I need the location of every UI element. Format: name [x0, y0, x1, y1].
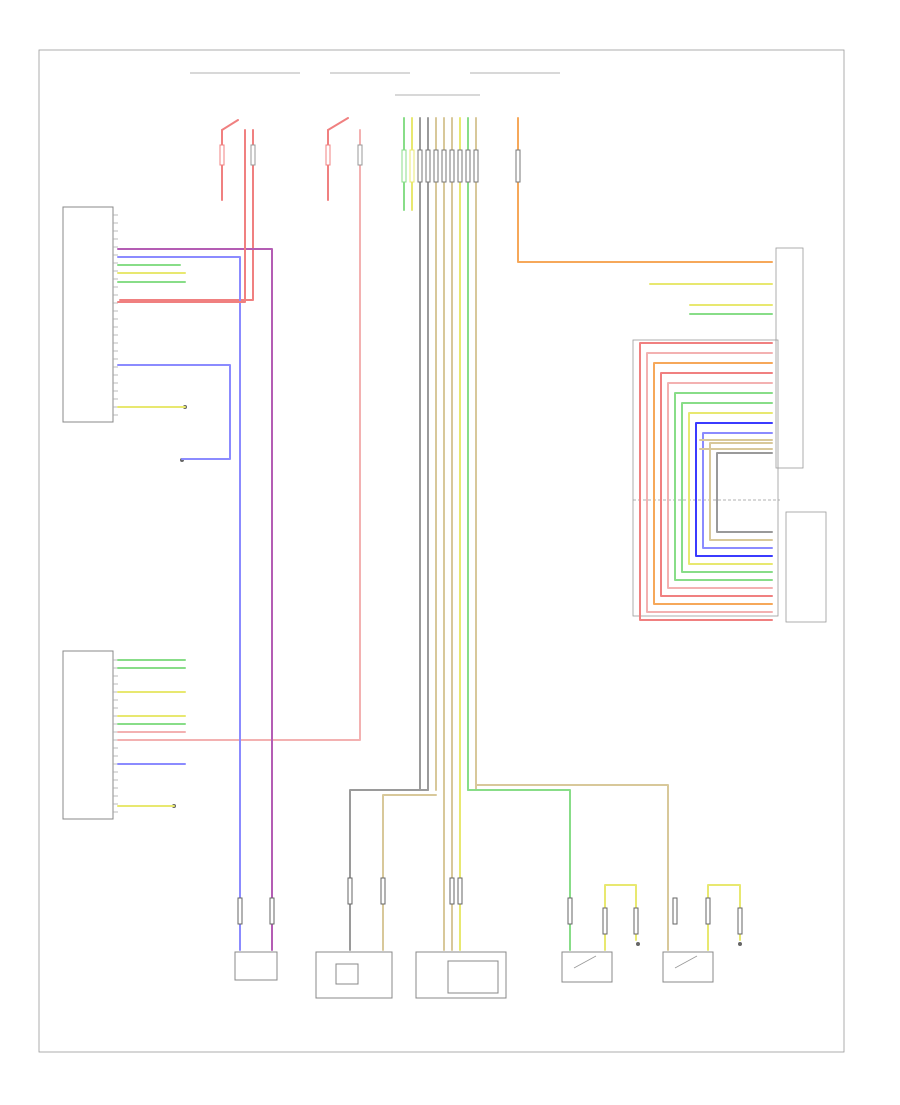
wire-77: [667, 382, 773, 589]
wire-38: [382, 794, 437, 951]
connector-68: [515, 149, 521, 183]
wire-16: [117, 129, 246, 303]
wire-6: [117, 129, 361, 741]
wire-11: [117, 248, 273, 951]
wire-76: [660, 372, 773, 597]
connector-7: [219, 144, 225, 166]
connector-8: [250, 144, 256, 166]
connector-58: [401, 149, 407, 183]
wire-84: [716, 452, 773, 533]
connector-48: [347, 877, 353, 905]
wire-harness: [117, 117, 773, 951]
connector-54: [633, 907, 639, 935]
fuel-pump-inner: [447, 960, 499, 994]
component-electric-fuel-pump: [415, 951, 507, 999]
connector-66: [465, 149, 471, 183]
connector-56: [705, 897, 711, 925]
ground-icons: [172, 405, 742, 946]
wire-82: [702, 432, 773, 549]
cluster-pins: [113, 214, 118, 416]
switch-2-contact: [674, 955, 698, 969]
lower-left-module: [62, 650, 114, 820]
connector-10: [357, 144, 363, 166]
connector-53: [602, 907, 608, 935]
component-switch-1: [561, 951, 613, 983]
wire-74: [646, 352, 773, 613]
connector-51: [457, 877, 463, 905]
component-switch-2: [662, 951, 714, 983]
right-module-upper: [775, 247, 804, 469]
connector-62: [433, 149, 439, 183]
wire-45: [707, 884, 741, 951]
connector-52: [567, 897, 573, 925]
connector-57: [737, 907, 743, 935]
connector-63: [441, 149, 447, 183]
top-fuse-headers: [190, 72, 560, 96]
wire-79: [681, 402, 773, 573]
wire-5: [327, 117, 349, 131]
wire-37: [349, 789, 429, 951]
wire-81: [695, 422, 773, 557]
wire-3: [119, 129, 254, 301]
connector-64: [449, 149, 455, 183]
lower-module-pins: [113, 659, 118, 813]
wire-12: [117, 256, 241, 951]
wire-44: [604, 884, 637, 951]
pump-motor-icon: [335, 963, 359, 985]
wire-73: [639, 342, 773, 621]
wire-78: [674, 392, 773, 581]
wire-69: [517, 117, 773, 263]
right-module-lower: [785, 511, 827, 623]
switch-1-contact: [573, 955, 597, 969]
wire-80: [688, 412, 773, 565]
connector-65: [457, 149, 463, 183]
connector-9: [325, 144, 331, 166]
connector-59: [409, 149, 415, 183]
connector-50: [449, 877, 455, 905]
connector-49: [380, 877, 386, 905]
wire-2: [221, 119, 239, 131]
diagram-frame: [38, 49, 845, 1053]
wire-17: [117, 364, 231, 460]
instrument-cluster-module: [62, 206, 114, 423]
component-sensor-left: [234, 951, 278, 981]
connector-67: [473, 149, 479, 183]
wire-83: [709, 442, 773, 541]
connector-60: [417, 149, 423, 183]
wire-43: [475, 784, 669, 951]
connector-47: [269, 897, 275, 925]
connector-55: [672, 897, 678, 925]
right-connector-box: [632, 339, 779, 617]
connector-61: [425, 149, 431, 183]
connector-46: [237, 897, 243, 925]
connector-markers: [219, 144, 743, 935]
component-pump-module: [315, 951, 393, 999]
wire-42: [467, 789, 571, 951]
wire-75: [653, 362, 773, 605]
